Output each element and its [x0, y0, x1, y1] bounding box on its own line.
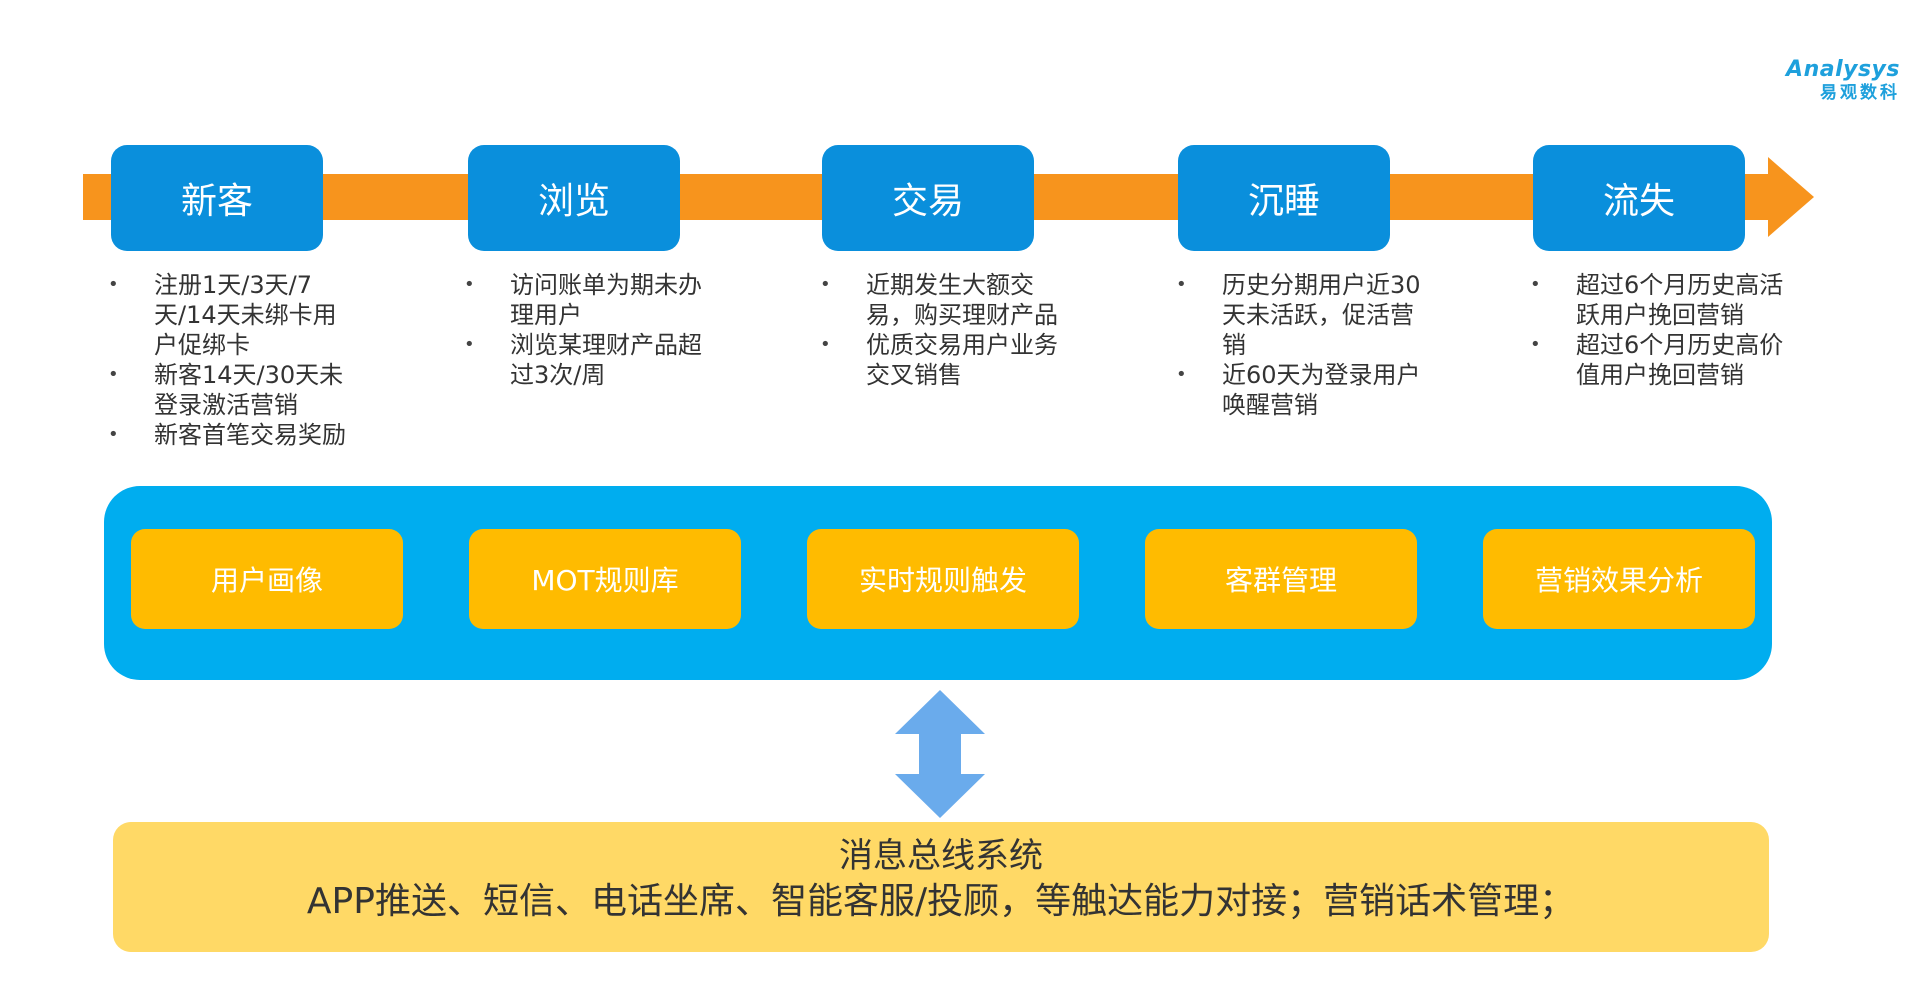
stage-browse: 浏览 [468, 145, 680, 251]
logo-wordmark: Analysys [1786, 57, 1900, 82]
logo-chinese-name: 易观数科 [1820, 83, 1900, 103]
bullet-item: 超过6个月历史高活跃用户挽回营销 [1530, 270, 1790, 330]
bullet-item: 访问账单为期未办理用户 [464, 270, 724, 330]
bullet-item: 历史分期用户近30天未活跃，促活营销 [1176, 270, 1436, 360]
bullet-item: 超过6个月历史高价值用户挽回营销 [1530, 330, 1790, 390]
bullet-item: 新客首笔交易奖励 [108, 420, 358, 450]
bidirectional-arrow-icon [895, 690, 985, 818]
lifecycle-arrow-head [1768, 157, 1814, 237]
stage-churn: 流失 [1533, 145, 1745, 251]
module-mot-rules: MOT规则库 [469, 529, 741, 629]
stage-new-customer-bullets: 注册1天/3天/7天/14天未绑卡用户促绑卡 新客14天/30天未登录激活营销 … [108, 270, 358, 450]
stage-trade-bullets: 近期发生大额交易，购买理财产品 优质交易用户业务交叉销售 [820, 270, 1080, 390]
message-bus-title: 消息总线系统 [839, 836, 1043, 876]
module-realtime-trigger: 实时规则触发 [807, 529, 1079, 629]
bullet-item: 近60天为登录用户唤醒营销 [1176, 360, 1436, 420]
module-user-profile: 用户画像 [131, 529, 403, 629]
bullet-item: 注册1天/3天/7天/14天未绑卡用户促绑卡 [108, 270, 358, 360]
stage-dormant-bullets: 历史分期用户近30天未活跃，促活营销 近60天为登录用户唤醒营销 [1176, 270, 1436, 420]
bullet-item: 近期发生大额交易，购买理财产品 [820, 270, 1080, 330]
module-marketing-analysis: 营销效果分析 [1483, 529, 1755, 629]
bullet-item: 优质交易用户业务交叉销售 [820, 330, 1080, 390]
stage-dormant: 沉睡 [1178, 145, 1390, 251]
message-bus-panel: 消息总线系统 APP推送、短信、电话坐席、智能客服/投顾，等触达能力对接；营销话… [113, 822, 1769, 952]
analysys-logo: Analysys 易观数科 [1786, 58, 1900, 104]
stage-trade: 交易 [822, 145, 1034, 251]
module-segment-management: 客群管理 [1145, 529, 1417, 629]
bullet-item: 新客14天/30天未登录激活营销 [108, 360, 358, 420]
bullet-item: 浏览某理财产品超过3次/周 [464, 330, 724, 390]
stage-browse-bullets: 访问账单为期未办理用户 浏览某理财产品超过3次/周 [464, 270, 724, 390]
stage-new-customer: 新客 [111, 145, 323, 251]
message-bus-description: APP推送、短信、电话坐席、智能客服/投顾，等触达能力对接；营销话术管理； [306, 881, 1576, 922]
stage-churn-bullets: 超过6个月历史高活跃用户挽回营销 超过6个月历史高价值用户挽回营销 [1530, 270, 1790, 390]
